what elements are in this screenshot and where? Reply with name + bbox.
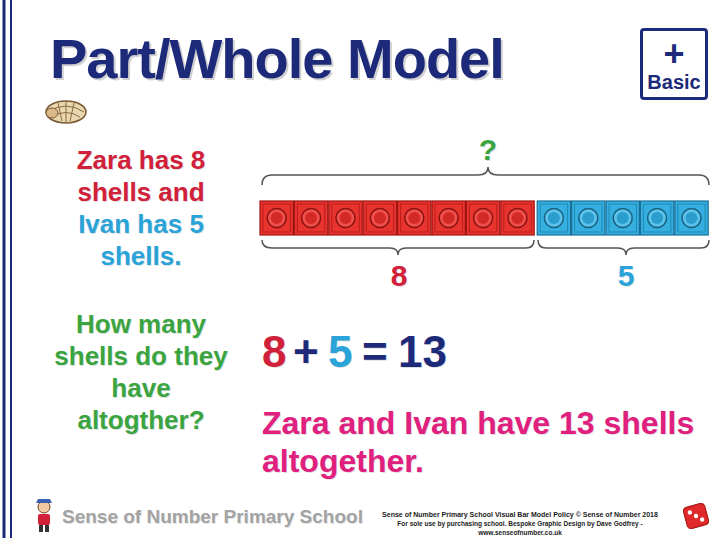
cube — [501, 201, 534, 235]
equation-term: 5 — [328, 328, 352, 376]
copyright-note: For sole use by purchasing school. Bespo… — [370, 519, 670, 537]
part-value: 8 — [383, 260, 415, 292]
level-badge: +Basic — [640, 28, 708, 100]
equation-operator: + — [293, 328, 319, 376]
brace — [538, 240, 709, 255]
cube — [466, 201, 499, 235]
cube — [432, 201, 465, 235]
badge-text: Basic — [647, 72, 700, 92]
border-line — [10, 0, 12, 538]
cube — [260, 201, 293, 235]
dice-icon — [683, 503, 710, 530]
person-icon — [36, 499, 52, 532]
cube — [572, 201, 605, 235]
cube — [640, 201, 673, 235]
cube — [398, 201, 431, 235]
equation-term: 8 — [262, 328, 286, 376]
problem-text: Zara has 8 shells and — [48, 144, 234, 208]
part-value: 5 — [610, 260, 642, 292]
equation-result: 13 — [398, 328, 447, 376]
cube — [606, 201, 639, 235]
unknown-mark: ? — [472, 134, 504, 166]
cube — [329, 201, 362, 235]
badge-symbol: + — [663, 36, 684, 72]
equation-operator: = — [362, 328, 388, 376]
cube-bar — [260, 201, 708, 235]
shell-icon — [46, 101, 86, 123]
cube — [294, 201, 327, 235]
border-line — [3, 0, 6, 538]
school-name: Sense of Number Primary School — [62, 505, 363, 529]
cube — [675, 201, 708, 235]
copyright-note: Sense of Number Primary School Visual Ba… — [370, 510, 670, 519]
cube — [363, 201, 396, 235]
brace — [262, 167, 709, 185]
answer-text: Zara and Ivan have 13 shells altogether. — [262, 404, 702, 480]
problem-text: Ivan has 5 shells. — [48, 208, 234, 272]
cube — [537, 201, 570, 235]
question-text: How many shells do they have altogther? — [48, 308, 234, 436]
title: Part/Whole Model — [50, 26, 504, 91]
brace — [262, 240, 534, 255]
